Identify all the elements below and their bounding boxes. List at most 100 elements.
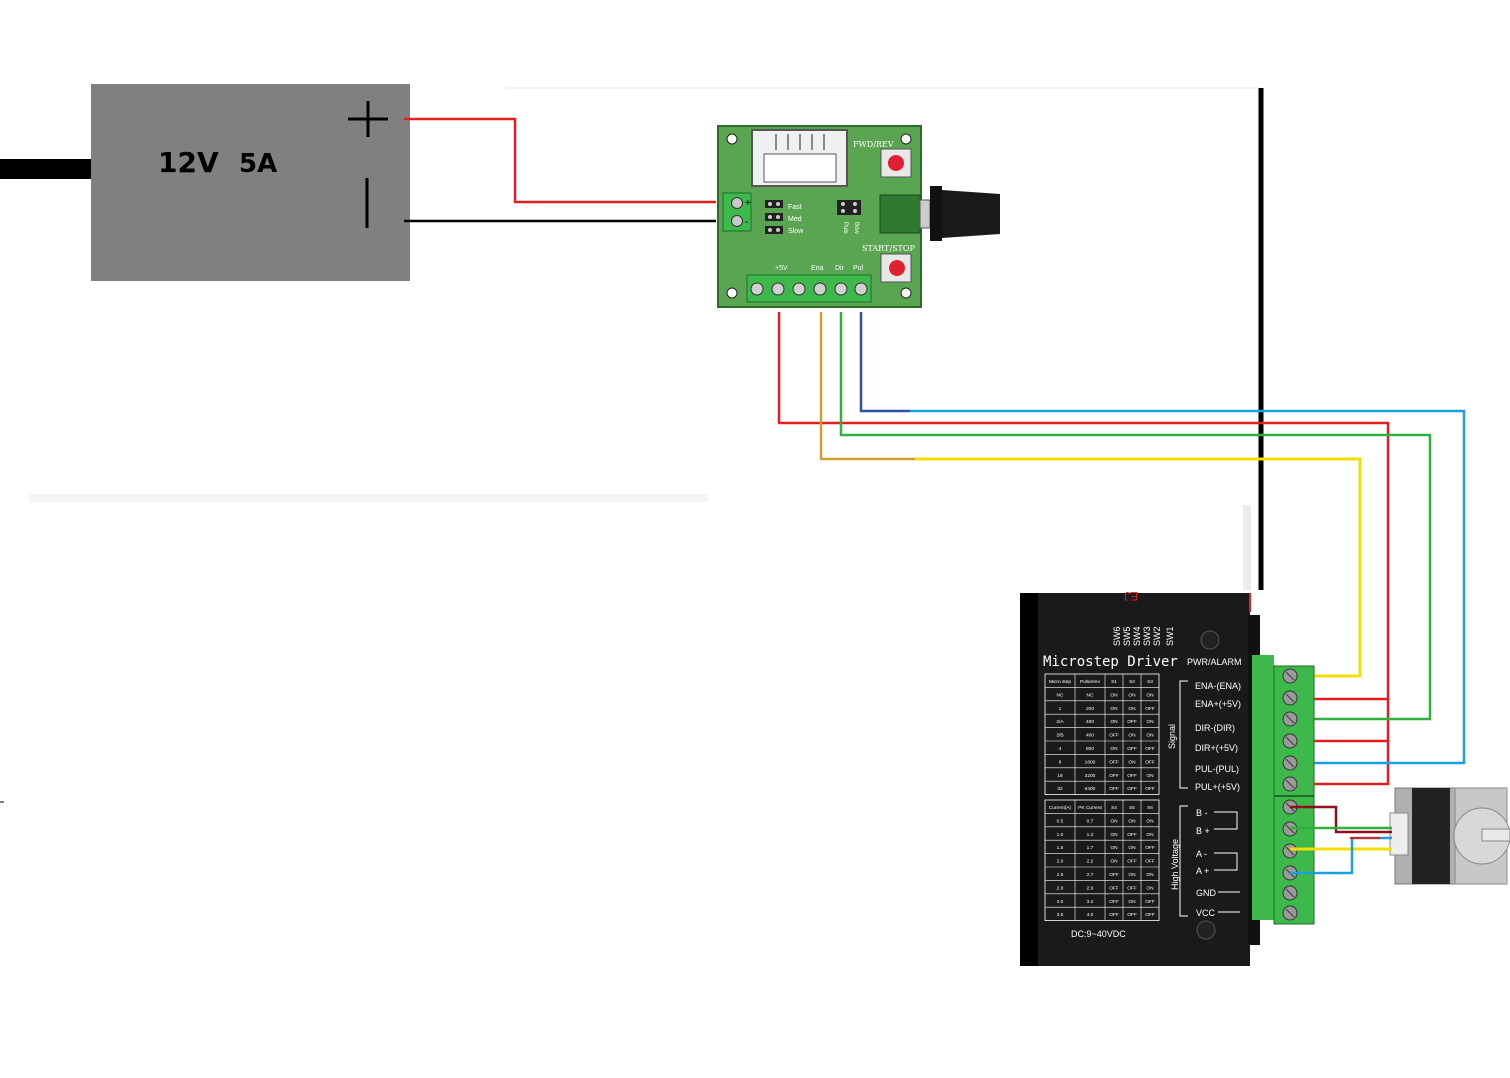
svg-text:Ena: Ena — [811, 265, 824, 272]
switch-label: SW1 — [1165, 626, 1175, 646]
table-cell: OFF — [1109, 759, 1119, 765]
table-cell: OFF — [1109, 872, 1119, 878]
table-cell: OFF — [1127, 885, 1137, 891]
hv-terminal-label: A + — [1196, 866, 1209, 876]
wire-pul-blue — [910, 409, 1466, 765]
table-cell: OFF — [1127, 832, 1137, 838]
psu-plus-terminal-icon — [348, 101, 388, 137]
start-stop-button[interactable] — [889, 260, 905, 276]
psu-current-label: 5A — [239, 149, 277, 179]
svg-text:Puls: Puls — [842, 222, 848, 234]
signal-terminal-label: DIR+(+5V) — [1195, 743, 1238, 753]
table-cell: 8 — [1059, 759, 1062, 765]
wire-ena-yellow — [915, 457, 1362, 678]
hv-terminal-label: B - — [1196, 808, 1208, 818]
hv-group-label: High Voltage — [1170, 839, 1180, 890]
fwd-rev-button[interactable] — [888, 155, 904, 171]
hv-terminal-label: A - — [1196, 849, 1207, 859]
motor-connector — [1389, 812, 1409, 856]
table-cell: 0.5 — [1057, 818, 1064, 824]
table-header-cell: S2 — [1129, 679, 1135, 685]
driver-title: Microstep Driver — [1043, 654, 1178, 670]
driver-body — [1020, 593, 1250, 966]
table-cell: 1.0 — [1057, 832, 1064, 838]
table-cell: ON — [1110, 859, 1118, 865]
switch-label: SW4 — [1132, 626, 1142, 646]
table-cell: OFF — [1145, 899, 1155, 905]
table-cell: 16 — [1057, 773, 1063, 779]
table-cell: OFF — [1109, 733, 1119, 739]
table-cell: 400 — [1086, 733, 1094, 739]
switch-label: SW3 — [1142, 626, 1152, 646]
signal-terminal-label: PUL-(PUL) — [1195, 764, 1239, 774]
signal-terminal-label: ENA-(ENA) — [1195, 681, 1241, 691]
table-cell: ON — [1110, 832, 1118, 838]
table-cell: ON — [1146, 719, 1154, 725]
pwr-alarm-label: PWR/ALARM — [1187, 657, 1242, 667]
table-cell: 2.9 — [1087, 885, 1094, 891]
signal-terminal-label: ENA+(+5V) — [1195, 699, 1241, 709]
table-header-cell: S1 — [1111, 679, 1117, 685]
table-header-cell: S3 — [1147, 679, 1153, 685]
table-cell: 1600 — [1085, 759, 1096, 765]
controller-board: FWD/REV + - Fast Med Slow Puls Bow — [717, 125, 1000, 308]
table-cell: 4.0 — [1087, 912, 1094, 918]
potentiometer-knob[interactable] — [942, 190, 1000, 238]
table-cell: ON — [1146, 773, 1154, 779]
table-cell: OFF — [1127, 773, 1137, 779]
start-stop-label: START/STOP — [862, 244, 915, 253]
table-cell: 1.7 — [1087, 845, 1094, 851]
table-cell: ON — [1128, 706, 1136, 712]
fwd-rev-button-housing — [880, 148, 912, 178]
table-cell: ON — [1128, 733, 1136, 739]
switch-label: SW5 — [1122, 626, 1132, 646]
table-cell: 32 — [1057, 786, 1063, 792]
table-cell: 1.5 — [1057, 845, 1064, 851]
table-cell: 4 — [1059, 746, 1062, 752]
table-cell: OFF — [1145, 912, 1155, 918]
svg-text:Med: Med — [788, 216, 802, 223]
pwr-alarm-led — [1200, 630, 1220, 650]
table-cell: 3.5 — [1057, 912, 1064, 918]
svg-text:Pul: Pul — [853, 265, 864, 272]
table-cell: ON — [1128, 759, 1136, 765]
speed-jumpers: Fast Med Slow — [765, 200, 804, 235]
switch-label: SW2 — [1152, 626, 1162, 646]
table-header-cell: S5 — [1129, 805, 1135, 811]
table-cell: ON — [1128, 899, 1136, 905]
table-cell: OFF — [1109, 786, 1119, 792]
table-cell: 2/A — [1056, 719, 1064, 725]
table-cell: 2/B — [1056, 733, 1063, 739]
table-cell: ON — [1110, 746, 1118, 752]
table-cell: ON — [1128, 818, 1136, 824]
table-cell: ON — [1128, 692, 1136, 698]
table-cell: OFF — [1145, 859, 1155, 865]
table-cell: OFF — [1145, 746, 1155, 752]
table-cell: ON — [1146, 818, 1154, 824]
table-cell: 2.5 — [1057, 872, 1064, 878]
power-supply-box — [91, 84, 410, 281]
svg-text:+5V: +5V — [775, 265, 788, 272]
table-cell: 2.2 — [1087, 859, 1094, 865]
table-cell: 3.2 — [1087, 899, 1094, 905]
driver-screw-icon — [1196, 920, 1216, 940]
table-cell: ON — [1128, 872, 1136, 878]
table-cell: 3200 — [1085, 773, 1096, 779]
table-cell: 1.2 — [1087, 832, 1094, 838]
hv-terminal-label: GND — [1196, 888, 1217, 898]
table-cell: 1 — [1059, 706, 1062, 712]
table-cell: 200 — [1086, 706, 1094, 712]
svg-text:Dir: Dir — [835, 265, 845, 272]
table-cell: 6400 — [1085, 786, 1096, 792]
table-cell: 2.0 — [1057, 859, 1064, 865]
hv-terminal-label: VCC — [1196, 908, 1216, 918]
table-cell: ON — [1110, 706, 1118, 712]
table-cell: NC — [1057, 692, 1064, 698]
table-cell: 800 — [1086, 746, 1094, 752]
table-cell: ON — [1146, 885, 1154, 891]
table-cell: OFF — [1109, 773, 1119, 779]
table-cell: ON — [1146, 692, 1154, 698]
psu-voltage-label: 12V — [158, 146, 219, 179]
table-cell: ON — [1110, 692, 1118, 698]
